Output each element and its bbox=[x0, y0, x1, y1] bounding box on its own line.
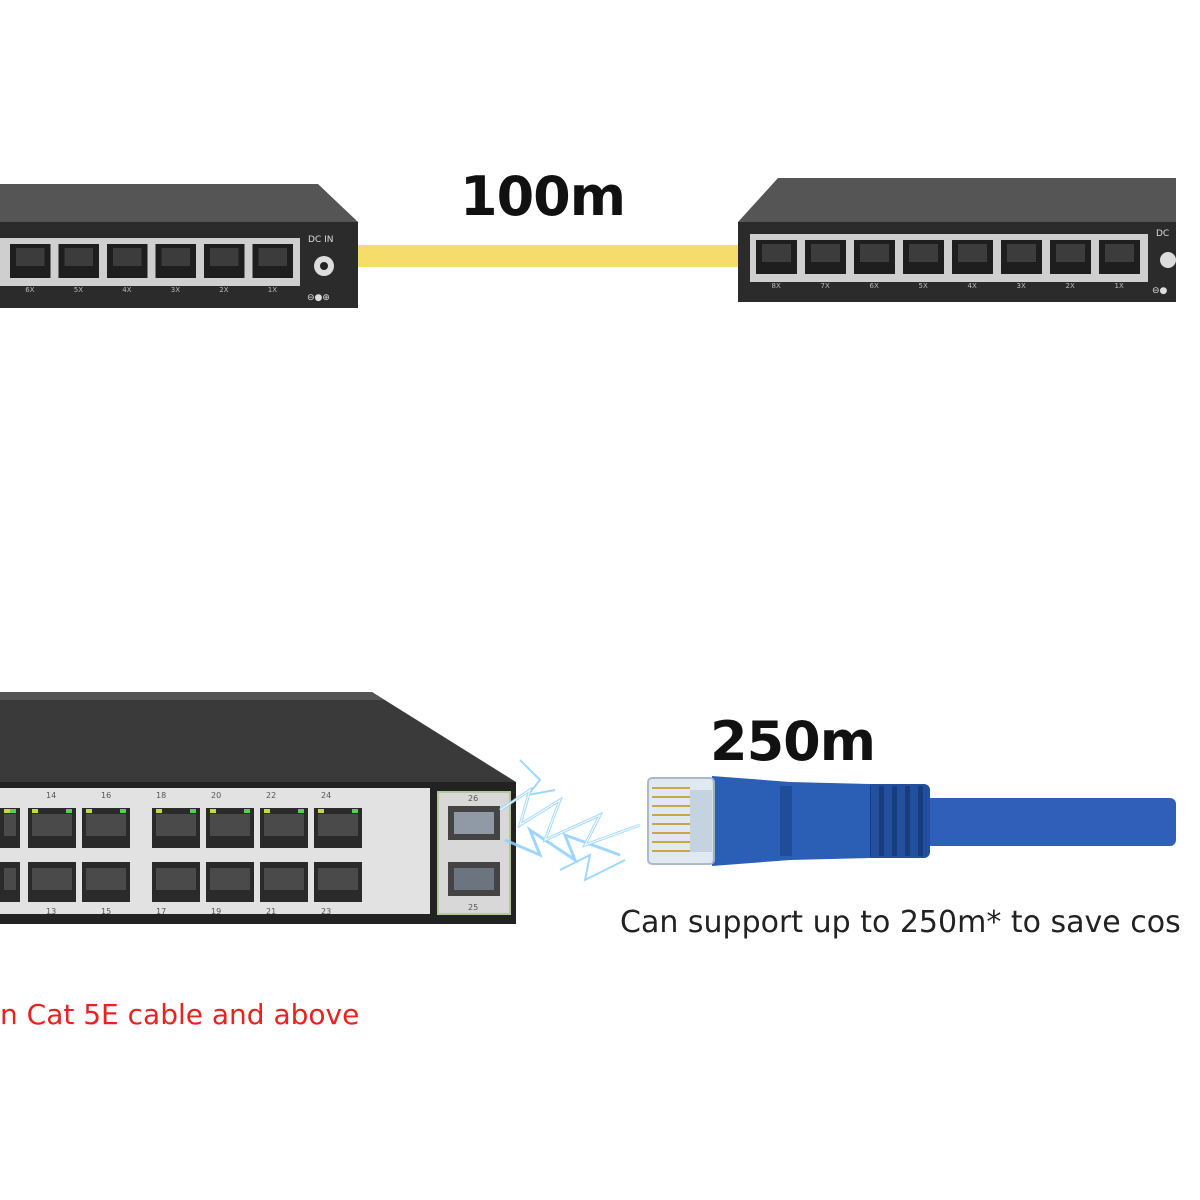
port-label: 3X bbox=[171, 286, 180, 294]
svg-text:⊖●⊕: ⊖●⊕ bbox=[307, 293, 330, 303]
ethernet-port bbox=[152, 808, 200, 848]
ethernet-port bbox=[756, 240, 797, 274]
bottom-caption: Can support up to 250m* to save cos bbox=[620, 905, 1181, 940]
port-label: 3X bbox=[1017, 282, 1026, 290]
top-yellow-cable bbox=[350, 245, 745, 267]
ethernet-port bbox=[903, 240, 944, 274]
ethernet-port bbox=[28, 862, 76, 902]
port-number: 14 bbox=[46, 791, 56, 800]
ethernet-port bbox=[82, 862, 130, 902]
ethernet-port bbox=[0, 808, 20, 848]
port-number: 19 bbox=[211, 907, 221, 916]
ethernet-port bbox=[1001, 240, 1042, 274]
port-number: 13 bbox=[46, 907, 56, 916]
ethernet-port bbox=[1050, 240, 1091, 274]
ethernet-port bbox=[1099, 240, 1140, 274]
large-switch: 14 16 18 20 22 24 13 15 17 19 21 23 26 25 bbox=[0, 692, 516, 924]
ethernet-port bbox=[206, 862, 254, 902]
port-number: 15 bbox=[101, 907, 111, 916]
ethernet-port bbox=[805, 240, 846, 274]
port-label: 2X bbox=[1066, 282, 1075, 290]
port-number: 17 bbox=[156, 907, 166, 916]
top-distance-label: 100m bbox=[460, 165, 626, 228]
ethernet-port bbox=[58, 244, 99, 278]
right-switch: 8X 7X 6X 5X 4X 3X 2X 1X DC ⊖● bbox=[738, 178, 1176, 302]
ethernet-port bbox=[204, 244, 245, 278]
port-label: 4X bbox=[122, 286, 131, 294]
port-number: 20 bbox=[211, 791, 221, 800]
ethernet-port bbox=[82, 808, 130, 848]
ethernet-port bbox=[107, 244, 148, 278]
port-label: 5X bbox=[74, 286, 83, 294]
ethernet-port bbox=[314, 808, 362, 848]
port-label: 1X bbox=[268, 286, 277, 294]
right-dc-jack bbox=[1160, 252, 1176, 268]
ethernet-port bbox=[152, 862, 200, 902]
port-label: 6X bbox=[25, 286, 34, 294]
ethernet-port bbox=[952, 240, 993, 274]
ethernet-port bbox=[10, 244, 51, 278]
top-diagram: 6X 5X 4X 3X 2X 1X DC IN ⊖●⊕ 8X 7X 6X 5X 4X 3X 2X 1X … bbox=[0, 178, 1176, 308]
port-label: 7X bbox=[821, 282, 830, 290]
ethernet-port bbox=[155, 244, 196, 278]
port-number: 21 bbox=[266, 907, 276, 916]
sfp-bottom-number: 25 bbox=[468, 903, 478, 912]
ethernet-port bbox=[206, 808, 254, 848]
ethernet-port bbox=[260, 808, 308, 848]
sfp-top-number: 26 bbox=[468, 794, 478, 803]
port-label: 4X bbox=[968, 282, 977, 290]
ethernet-port bbox=[854, 240, 895, 274]
ethernet-port bbox=[314, 862, 362, 902]
bottom-distance-label: 250m bbox=[710, 710, 876, 773]
ethernet-port bbox=[28, 808, 76, 848]
svg-text:⊖●: ⊖● bbox=[1152, 286, 1168, 296]
port-number: 24 bbox=[321, 791, 331, 800]
ethernet-port bbox=[260, 862, 308, 902]
ethernet-port bbox=[252, 244, 293, 278]
ethernet-port bbox=[0, 862, 20, 902]
port-number: 22 bbox=[266, 791, 276, 800]
port-label: 1X bbox=[1115, 282, 1124, 290]
port-number: 18 bbox=[156, 791, 166, 800]
left-power-label: DC IN bbox=[308, 235, 333, 245]
right-power-label: DC bbox=[1156, 229, 1169, 239]
blue-rj45-cable bbox=[647, 776, 1176, 866]
port-label: 6X bbox=[870, 282, 879, 290]
port-label: 2X bbox=[219, 286, 228, 294]
port-label: 8X bbox=[772, 282, 781, 290]
port-number: 23 bbox=[321, 907, 331, 916]
cable-note: n Cat 5E cable and above bbox=[0, 998, 360, 1031]
left-switch: 6X 5X 4X 3X 2X 1X DC IN ⊖●⊕ bbox=[0, 184, 358, 308]
bottom-diagram: 14 16 18 20 22 24 13 15 17 19 21 23 26 25 bbox=[0, 692, 1176, 924]
port-number: 16 bbox=[101, 791, 111, 800]
port-label: 5X bbox=[919, 282, 928, 290]
